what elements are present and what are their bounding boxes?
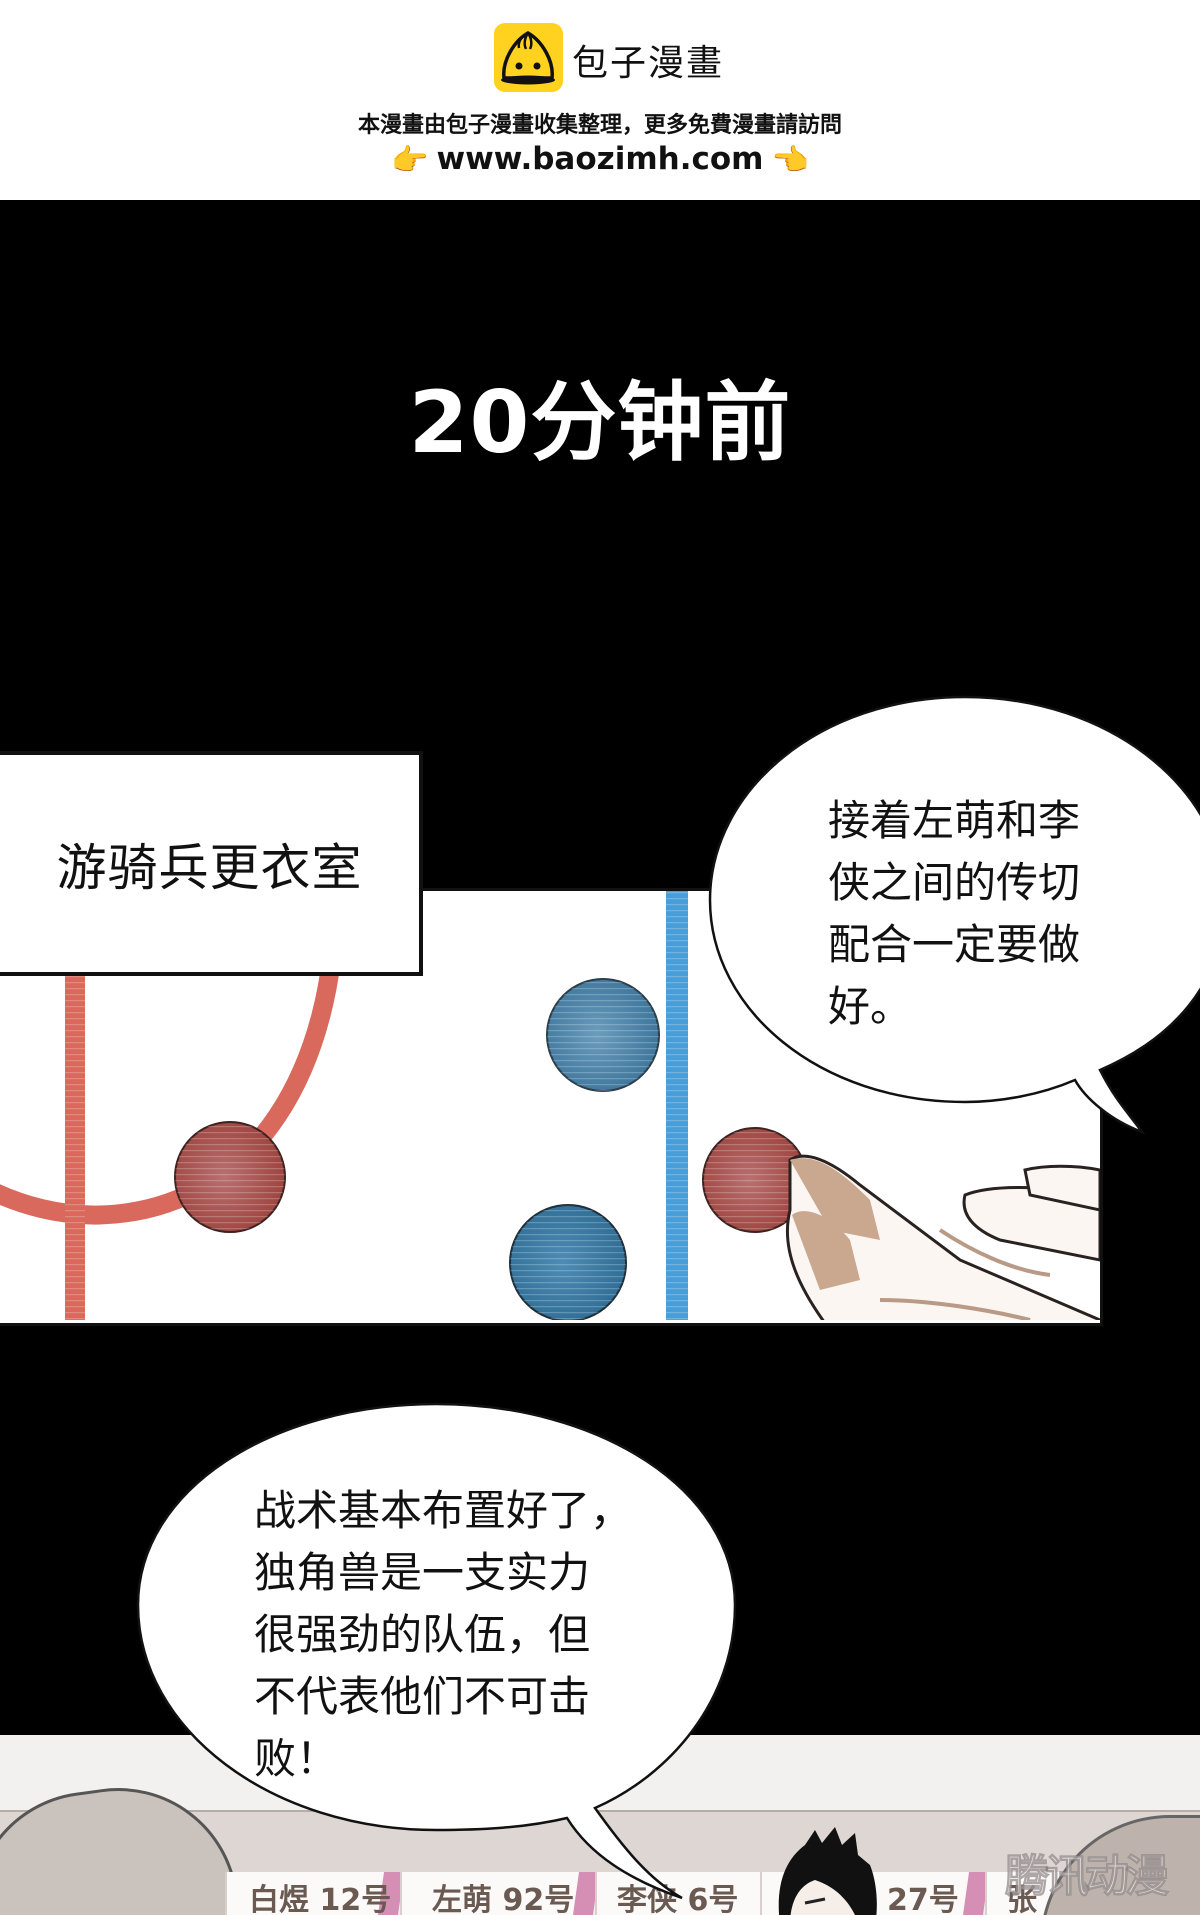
speech-bubble-1-text: 接着左萌和李 侠之间的传切 配合一定要做 好。 (828, 796, 1081, 1031)
site-name[interactable]: 包子漫畫 (572, 43, 725, 84)
locker-label: 李侠 6号 (617, 1883, 739, 1915)
hand-illustration (785, 1154, 1100, 1320)
locker-label: 白煜 12号 (249, 1883, 392, 1915)
site-notice: 本漫畫由包子漫畫收集整理，更多免費漫畫請訪問 (357, 113, 842, 138)
site-header: 包子漫畫 本漫畫由包子漫畫收集整理，更多免費漫畫請訪問 👉www.baozimh… (0, 0, 1200, 200)
url-row: 👉www.baozimh.com👈 (0, 141, 1200, 178)
site-url-link[interactable]: www.baozimh.com (436, 141, 764, 177)
locker-label: 张 (1007, 1883, 1037, 1915)
speech-bubble-1-shape (708, 695, 1200, 1135)
location-caption-box: 游骑兵更衣室 (0, 751, 423, 976)
locker-label-plate: 白煜 12号 (225, 1872, 405, 1915)
time-caption: 20分钟前 (408, 373, 792, 473)
tactics-board-drawing (0, 891, 1100, 1320)
speech-bubble-2-shape (136, 1402, 737, 1900)
pointing-right-hand-icon: 👉 (391, 143, 429, 178)
locker-label-plate: 李侠 6号 (595, 1872, 790, 1915)
locker-label: 27号 (887, 1883, 959, 1915)
baozi-bun-icon[interactable] (494, 23, 563, 92)
speech-bubble-2-text: 战术基本布置好了， 独角兽是一支实力 很强劲的队伍，但 不代表他们不可击 败！ (254, 1486, 633, 1783)
character-head (778, 1827, 877, 1915)
pointing-left-hand-icon: 👈 (771, 143, 809, 178)
location-caption: 游骑兵更衣室 (56, 838, 363, 897)
locker-label-plate: 左萌 92号 (400, 1872, 600, 1915)
locker-label: 左萌 92号 (432, 1883, 575, 1915)
watermark-logo: 腾讯动漫 (1005, 1851, 1170, 1903)
